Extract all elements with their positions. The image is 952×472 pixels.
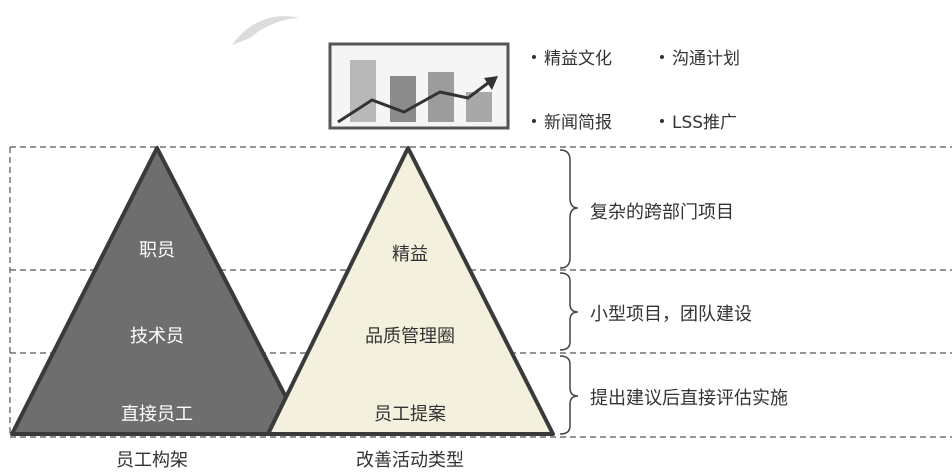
swoosh-decoration	[232, 16, 300, 45]
description-complex-projects: 复杂的跨部门项目	[590, 202, 734, 223]
improvement-level-lean: 精益	[392, 244, 428, 265]
improvement-level-qcc: 品质管理圈	[365, 326, 455, 347]
bullet-dot-icon	[660, 119, 664, 123]
brace-1	[559, 149, 579, 269]
improvement-level-suggestion: 员工提案	[374, 404, 446, 425]
bullet-label: 精益文化	[544, 49, 612, 69]
bullet-label: 沟通计划	[672, 49, 740, 69]
improvement-pyramid	[266, 146, 555, 436]
bullet-dot-icon	[532, 55, 536, 59]
bullet-item: 精益文化	[532, 44, 612, 69]
staff-level-technician: 技术员	[130, 326, 184, 347]
bullet-dot-icon	[532, 119, 536, 123]
brace-group	[559, 149, 579, 435]
bullet-label: LSS推广	[672, 113, 738, 133]
staff-level-direct-employee: 直接员工	[121, 404, 193, 425]
staff-level-clerk: 职员	[139, 240, 175, 261]
improvement-pyramid-caption: 改善活动类型	[356, 450, 464, 471]
description-small-projects: 小型项目，团队建设	[590, 304, 752, 325]
staff-pyramid-caption: 员工构架	[116, 450, 188, 471]
bullet-dot-icon	[660, 55, 664, 59]
brace-2	[559, 272, 579, 351]
bullet-item: LSS推广	[660, 108, 737, 133]
staff-pyramid	[10, 146, 307, 436]
description-suggestions: 提出建议后直接评估实施	[590, 388, 788, 409]
chart-icon	[328, 42, 510, 130]
bullet-item: 新闻简报	[532, 108, 612, 133]
bullet-item: 沟通计划	[660, 44, 740, 69]
brace-3	[559, 355, 579, 435]
bullet-label: 新闻简报	[544, 113, 612, 133]
